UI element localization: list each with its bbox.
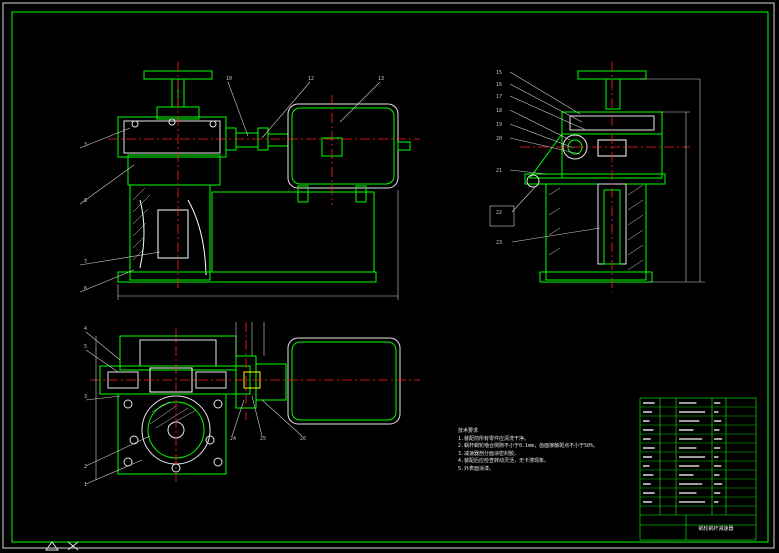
svg-text:15: 15 — [496, 70, 502, 76]
front-view: 3 8 7 6 10 12 13 — [79, 62, 420, 300]
title-block-title: 蜗轮蜗杆减速器 — [698, 526, 734, 532]
svg-text:1: 1 — [84, 482, 87, 488]
svg-text:16: 16 — [496, 82, 502, 88]
svg-text:6: 6 — [84, 286, 87, 292]
tech-note-line: 4.装配后应检查转动灵活，无卡滞现象。 — [458, 458, 550, 465]
title-block-text-marks — [643, 402, 723, 503]
tech-note-line: 1.装配前所有零件应清洗干净。 — [458, 435, 530, 442]
title-block-rows — [640, 406, 756, 507]
svg-text:21: 21 — [496, 168, 502, 174]
side-view: 15 16 17 18 19 20 21 22 23 — [489, 62, 705, 292]
svg-text:20: 20 — [496, 136, 502, 142]
svg-text:12: 12 — [308, 76, 314, 82]
svg-text:7: 7 — [84, 259, 87, 265]
svg-text:4: 4 — [84, 326, 87, 332]
svg-text:23: 23 — [496, 240, 502, 246]
svg-text:2: 2 — [84, 464, 87, 470]
svg-text:8: 8 — [84, 198, 87, 204]
svg-text:13: 13 — [378, 76, 384, 82]
tech-notes-heading: 技术要求 — [458, 428, 479, 434]
svg-text:17: 17 — [496, 94, 502, 100]
ucs-cursor-icon — [45, 541, 79, 551]
svg-text:18: 18 — [496, 108, 502, 114]
svg-text:22: 22 — [496, 210, 502, 216]
tech-note-line: 2.蜗杆蜗轮啮合侧隙不小于0.1mm，齿面接触斑点不小于50%。 — [458, 443, 599, 450]
tech-note-line: 5.外表面涂漆。 — [458, 465, 495, 472]
top-view: 4 5 3 2 1 24 25 26 — [84, 322, 420, 488]
tech-note-line: 3.减速器剖分面涂密封胶。 — [458, 450, 520, 457]
svg-text:26: 26 — [300, 436, 306, 442]
svg-text:3: 3 — [84, 142, 87, 148]
title-block — [639, 397, 757, 541]
technical-notes: 技术要求 1.装配前所有零件应清洗干净。 2.蜗杆蜗轮啮合侧隙不小于0.1mm，… — [458, 428, 598, 474]
svg-text:10: 10 — [226, 76, 232, 82]
svg-text:5: 5 — [84, 344, 87, 350]
svg-text:19: 19 — [496, 122, 502, 128]
svg-text:24: 24 — [230, 436, 236, 442]
svg-text:3: 3 — [84, 394, 87, 400]
svg-text:25: 25 — [260, 436, 266, 442]
